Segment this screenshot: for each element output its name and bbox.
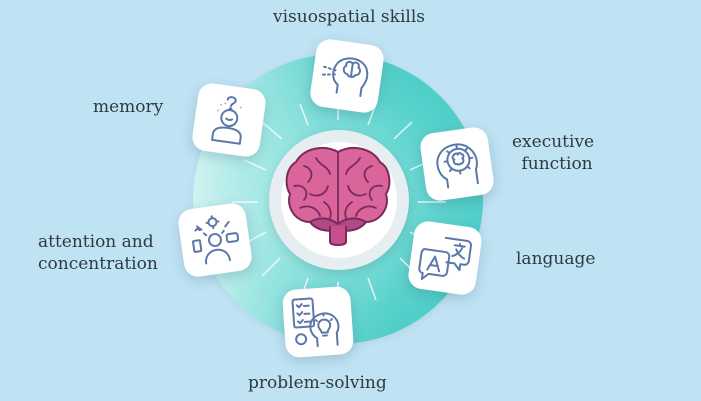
label-problem-solving: problem-solving [248, 373, 387, 393]
label-language: language [516, 249, 596, 269]
label-executive-line2: function [521, 154, 593, 174]
visuospatial-tile [308, 37, 386, 115]
brain-icon [285, 146, 391, 246]
translation-bubbles-icon [418, 236, 473, 280]
problem-solving-tile [281, 285, 355, 359]
label-executive-function: executive function [512, 131, 594, 175]
person-question-icon [211, 96, 242, 145]
label-attention-line1: attention and [38, 232, 154, 252]
label-visuospatial-skills: visuospatial skills [273, 7, 425, 27]
executive-function-tile [418, 125, 496, 203]
language-tile [406, 219, 484, 297]
label-memory: memory [93, 97, 164, 117]
label-executive-line1: executive [512, 132, 595, 152]
attention-concentration-tile [176, 201, 254, 279]
label-attention-line2: concentration [38, 254, 158, 274]
head-gear-brain-icon [436, 143, 479, 189]
head-eye-brain-icon [321, 57, 369, 98]
person-distractions-icon [192, 215, 240, 265]
checklist-lightbulb-head-icon [291, 297, 340, 348]
memory-tile [190, 81, 268, 159]
label-attention-concentration: attention and concentration [38, 231, 158, 275]
